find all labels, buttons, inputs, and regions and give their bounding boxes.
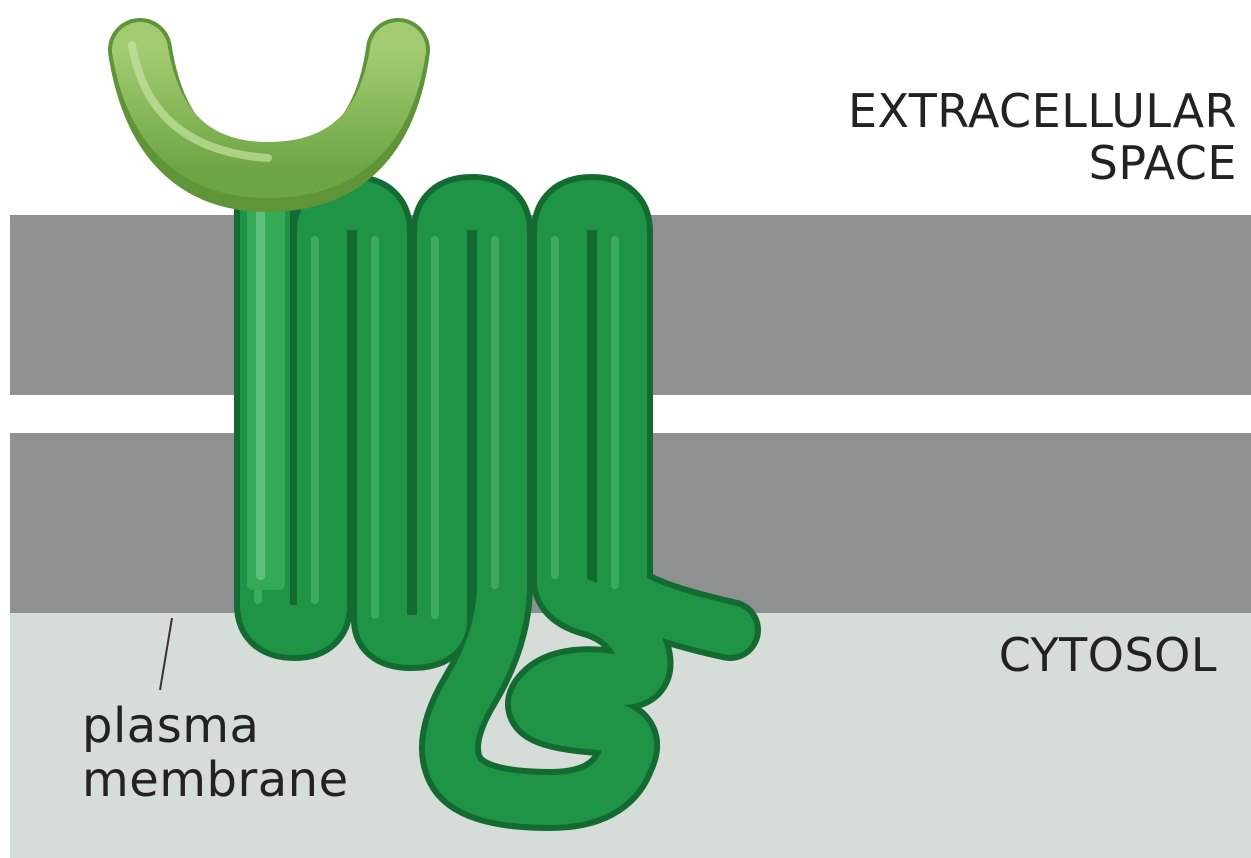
plasma-membrane-label: plasma membrane [82,700,349,808]
receptor-stalk [247,150,285,590]
cytosol-label: CYTOSOL [999,630,1217,682]
extracellular-label-line2: SPACE [848,138,1237,190]
extracellular-label-line1: EXTRACELLULAR [848,86,1237,138]
plasma-membrane-label-line2: membrane [82,754,349,808]
extracellular-space-label: EXTRACELLULAR SPACE [848,86,1237,189]
receptor-stalk-shine [256,160,265,580]
plasma-membrane-label-line1: plasma [82,700,349,754]
